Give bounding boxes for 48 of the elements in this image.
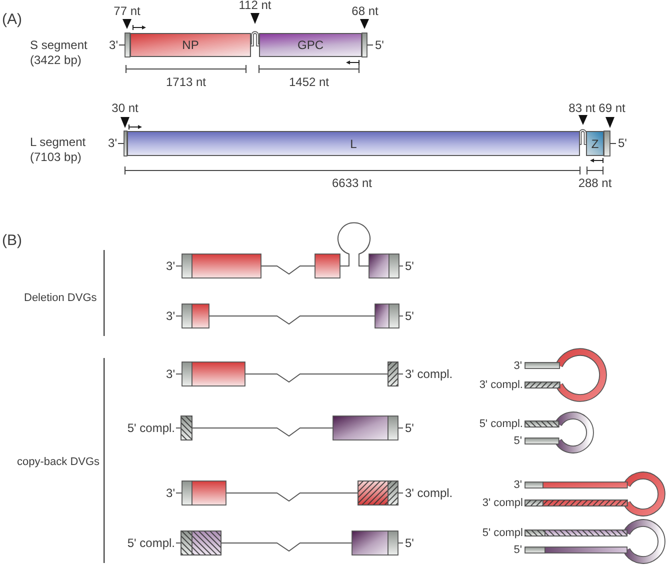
gene-name: GPC	[297, 38, 324, 52]
length-label: 1452 nt	[288, 74, 330, 90]
length-label: 288 nt	[578, 176, 612, 190]
end-label: 3'	[166, 258, 175, 274]
position-label: 77 nt	[114, 4, 140, 18]
end-label: 3'	[514, 358, 522, 372]
end-label: 3'	[166, 486, 175, 500]
end-label: 5'	[405, 536, 414, 550]
end-label: 3'	[514, 478, 522, 492]
position-label: 30 nt	[112, 100, 138, 116]
end-label: 5'	[514, 543, 522, 557]
end-label: 5'	[405, 308, 414, 324]
panel-label: (B)	[2, 232, 22, 250]
group-label: copy-back DVGs	[17, 455, 100, 469]
end-label: 3' compl.	[479, 378, 523, 392]
gene-name: NP	[182, 38, 199, 52]
segment-label: L segment (7103 bp)	[30, 135, 87, 165]
group-label: Deletion DVGs	[24, 291, 97, 305]
end-label: 3'	[166, 366, 175, 382]
position-label: 112 nt	[238, 0, 272, 12]
position-label: 68 nt	[352, 4, 378, 18]
end-label: 5'	[514, 434, 522, 448]
end-label: 5'	[405, 258, 414, 274]
end-label: 3' compl.	[405, 366, 453, 382]
end-label: 5' compl.	[127, 420, 175, 436]
end-label: 5'	[618, 136, 627, 151]
gene-box	[130, 33, 251, 57]
position-label: 83 nt	[568, 100, 596, 116]
gene-name: Z	[591, 136, 599, 150]
end-label: 3' compl.	[405, 486, 453, 500]
gene-box	[259, 33, 362, 57]
end-label: 5' compl	[482, 526, 523, 540]
end-label: 5' compl.	[479, 417, 523, 431]
end-label: 3' compl	[482, 496, 523, 510]
position-label: 69 nt	[598, 100, 626, 116]
length-label: 6633 nt	[332, 176, 372, 190]
end-label: 3'	[166, 308, 175, 324]
gene-name: L	[350, 136, 357, 150]
end-label: 5' compl.	[127, 536, 175, 550]
gene-box	[586, 131, 604, 156]
end-label: 3'	[108, 136, 117, 151]
end-label: 5'	[375, 38, 384, 52]
end-label: 5'	[405, 420, 414, 436]
panel-label: (A)	[2, 11, 22, 29]
length-label: 1713 nt	[166, 74, 206, 90]
segment-label: S segment (3422 bp)	[30, 38, 88, 68]
end-label: 3'	[109, 38, 118, 52]
gene-box	[127, 131, 580, 156]
